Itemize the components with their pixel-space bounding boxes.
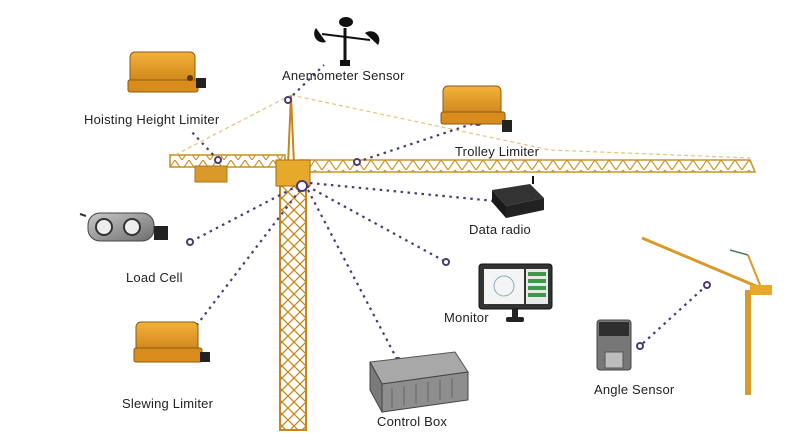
load-cell-label: Load Cell: [126, 270, 183, 285]
load-cell-icon: [79, 212, 168, 242]
anemometer-icon: [314, 17, 380, 66]
dot-angle-sensor: [636, 342, 644, 350]
dot-angle-crane: [703, 281, 711, 289]
dot-trolley-jib: [353, 158, 361, 166]
control-box-icon: [369, 351, 469, 413]
small-crane: [641, 236, 772, 395]
dot-monitor: [442, 258, 450, 266]
trolley-label: Trolley Limiter: [455, 144, 540, 159]
monitor-icon: [478, 263, 553, 322]
dot-hoisting: [214, 156, 222, 164]
data-radio-label: Data radio: [469, 222, 531, 237]
angle-sensor-icon: [596, 319, 632, 371]
angle-label: Angle Sensor: [594, 382, 675, 397]
dot-load-cell: [186, 238, 194, 246]
monitor-label: Monitor: [444, 310, 489, 325]
connectors: [189, 64, 708, 362]
control-box-label: Control Box: [377, 414, 448, 429]
dot-hub: [296, 180, 308, 192]
radio-module-icon: [492, 176, 544, 218]
limiter-box-icon: [133, 321, 210, 363]
main-crane: [169, 94, 757, 431]
slewing-label: Slewing Limiter: [122, 396, 214, 411]
dot-anemometer: [284, 96, 292, 104]
limiter-box-icon: [440, 85, 512, 132]
anemometer-label: Anemometer Sensor: [282, 68, 405, 83]
hoisting-label: Hoisting Height Limiter: [84, 112, 220, 127]
limiter-box-icon: [127, 51, 206, 93]
